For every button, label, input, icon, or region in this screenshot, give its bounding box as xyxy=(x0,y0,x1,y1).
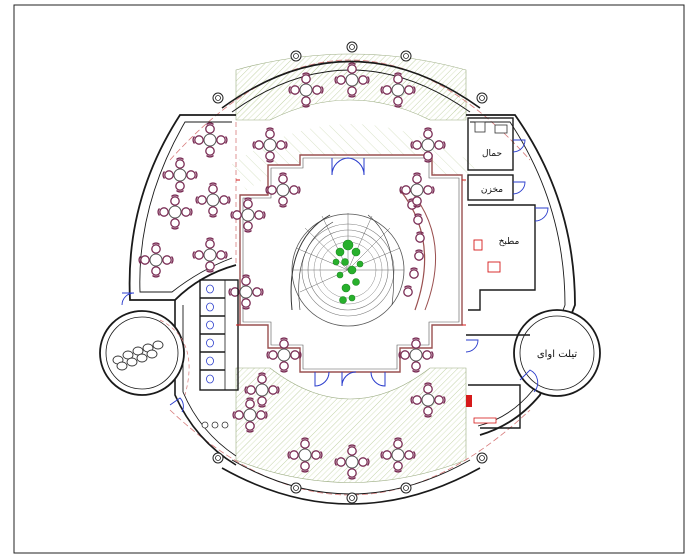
left-round-dash xyxy=(159,319,190,396)
hall-doors xyxy=(314,157,386,387)
label-makhzan: مخزن xyxy=(481,185,503,195)
left-round-room-seats xyxy=(112,340,164,371)
wc-basins xyxy=(201,421,229,429)
kitchen-equipment xyxy=(466,121,508,424)
left-wing-wall xyxy=(128,114,237,301)
left-round-room-inner xyxy=(105,316,179,390)
wc-stalls xyxy=(199,279,239,391)
right-wing-wall-inner xyxy=(470,121,566,427)
right-round-room-inner xyxy=(519,315,595,391)
curved-ramp xyxy=(399,189,426,311)
service-room-walls xyxy=(466,117,536,429)
left-wing-tables xyxy=(139,123,265,309)
label-hammal: حمال xyxy=(482,149,502,159)
right-wing-wall xyxy=(466,114,576,436)
label-tilet: تیلت اوای xyxy=(537,349,578,360)
sheet-border xyxy=(13,4,685,554)
left-wing-wall-inner xyxy=(139,121,233,293)
central-planting xyxy=(332,239,364,304)
outer-wall-top xyxy=(221,60,481,109)
service-doors xyxy=(121,139,549,413)
outer-wall-bottom xyxy=(221,467,481,505)
left-lower-wall xyxy=(174,300,237,466)
wall-ticks xyxy=(236,179,466,326)
label-matbakh: مطبخ xyxy=(499,237,520,247)
outer-guide-arc-top xyxy=(169,59,531,161)
wc-fixtures xyxy=(206,284,214,384)
